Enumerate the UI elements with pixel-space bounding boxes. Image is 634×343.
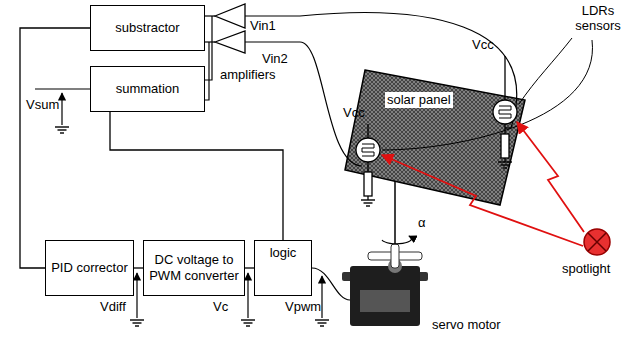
ground-symbol (241, 320, 255, 326)
spotlight-symbol (584, 229, 610, 255)
process-box: substractor (90, 5, 205, 51)
signal-name: Vdiff (100, 300, 126, 315)
supply-name: Vcc (343, 106, 365, 121)
node-text: summation (116, 81, 180, 97)
signal-wire (110, 112, 283, 240)
signal-name: Vin1 (250, 19, 276, 34)
supply-name: Vcc (472, 38, 494, 53)
solar-panel (345, 70, 525, 205)
signal-name: Vsum (26, 98, 59, 113)
ground-symbol (498, 162, 512, 168)
ground-symbol (361, 200, 375, 206)
panel-shaft (394, 181, 396, 252)
signal-name: Vin2 (262, 52, 288, 67)
light-ray (382, 122, 584, 246)
signal-wire (245, 267, 254, 268)
node-text: PID corrector (51, 260, 128, 276)
process-box: logic (254, 240, 312, 296)
signal-name: Vc (213, 300, 228, 315)
voltage-arrow (61, 93, 62, 125)
signal-wire (35, 13, 517, 300)
signal-wire (134, 267, 143, 268)
node-text: logic (270, 245, 297, 261)
process-box: DC voltage to PWM converter (143, 240, 245, 296)
solar-panel-node: solar panel (345, 68, 525, 206)
ldr-sensor (356, 124, 380, 200)
rotation-arrow (382, 236, 412, 244)
node-text: substractor (115, 20, 179, 36)
leader-line (382, 38, 593, 150)
part-label: servo motor (432, 318, 501, 333)
angle-label: α (418, 216, 426, 231)
ground-symbol (55, 127, 69, 133)
amplifier-symbol (215, 4, 245, 53)
ground-symbol (130, 320, 144, 326)
node-text: solar panel (385, 92, 453, 108)
part-label: spotlight (562, 262, 610, 277)
servo-motor (342, 244, 428, 326)
part-label: amplifiers (220, 68, 276, 83)
signal-name: Vpwm (285, 300, 321, 315)
ldr-sensor (493, 56, 517, 162)
sensor-label: LDRs sensors (566, 4, 630, 34)
signal-wire (20, 28, 90, 268)
node-text: DC voltage to PWM converter (148, 252, 240, 283)
process-box: summation (90, 66, 205, 112)
process-box: PID corrector (45, 240, 134, 296)
ground-symbol (315, 320, 329, 326)
